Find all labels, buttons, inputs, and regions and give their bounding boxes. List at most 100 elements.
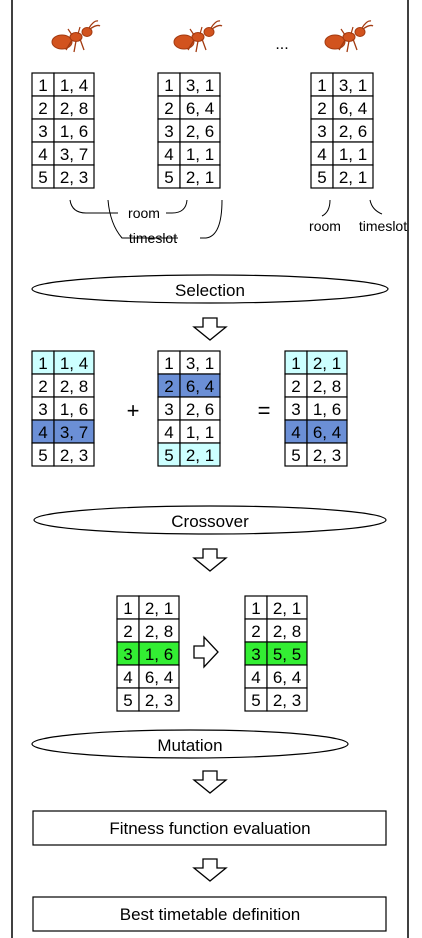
room-timeslot-text: 3, 7 — [60, 423, 88, 442]
room-timeslot-text: 2, 8 — [60, 377, 88, 396]
ant-icon — [51, 20, 101, 53]
fitness-label: Fitness function evaluation — [109, 819, 310, 838]
room-timeslot-text: 3, 1 — [186, 354, 214, 373]
selection-label: Selection — [175, 281, 245, 300]
equals-sign: = — [258, 398, 271, 423]
down-arrow-icon — [193, 858, 227, 882]
event-index-text: 4 — [291, 423, 300, 442]
event-index-text: 5 — [38, 168, 47, 187]
room-timeslot-text: 2, 1 — [186, 446, 214, 465]
right-arrow-icon — [193, 636, 219, 668]
room-timeslot-text: 2, 8 — [313, 377, 341, 396]
ant-icon — [173, 20, 223, 53]
event-index-text: 3 — [38, 122, 47, 141]
room-timeslot-text: 6, 4 — [339, 99, 367, 118]
room-timeslot-text: 6, 4 — [186, 377, 214, 396]
event-index-text: 3 — [317, 122, 326, 141]
room-timeslot-text: 3, 1 — [186, 76, 214, 95]
room-label: room — [128, 205, 160, 221]
room-timeslot-text: 2, 1 — [273, 599, 301, 618]
room-timeslot-text: 1, 6 — [313, 400, 341, 419]
event-index-text: 2 — [164, 377, 173, 396]
table-value-cell — [266, 687, 308, 712]
room-timeslot-text: 2, 1 — [313, 354, 341, 373]
event-index-text: 2 — [291, 377, 300, 396]
event-index-text: 4 — [317, 145, 326, 164]
room-timeslot-text: 1, 4 — [60, 354, 88, 373]
event-index-text: 2 — [164, 99, 173, 118]
event-index-text: 3 — [38, 400, 47, 419]
room-timeslot-text: 2, 3 — [273, 691, 301, 710]
room-timeslot-text: 1, 1 — [339, 145, 367, 164]
event-index-text: 1 — [38, 76, 47, 95]
room-timeslot-text: 1, 6 — [60, 122, 88, 141]
event-index-text: 5 — [164, 446, 173, 465]
down-arrow-icon — [193, 317, 227, 341]
event-index-text: 2 — [123, 622, 132, 641]
event-index-text: 4 — [38, 145, 47, 164]
table-value-cell — [332, 164, 374, 189]
room-timeslot-text: 2, 3 — [60, 446, 88, 465]
event-index-text: 1 — [123, 599, 132, 618]
room-timeslot-text: 2, 3 — [60, 168, 88, 187]
event-index-text: 3 — [123, 645, 132, 664]
room-timeslot-brackets — [69, 199, 383, 239]
ant-icon — [324, 20, 374, 53]
event-index-text: 5 — [251, 691, 260, 710]
ellipsis-text: ... — [275, 36, 288, 53]
event-index-text: 1 — [251, 599, 260, 618]
room-label-right: room — [309, 218, 341, 234]
best-stage: Best timetable definition — [32, 896, 387, 932]
selection-stage: Selection — [31, 274, 389, 304]
event-index-text: 1 — [164, 76, 173, 95]
timeslot-label-right: timeslot — [359, 218, 407, 234]
event-index-text: 3 — [291, 400, 300, 419]
event-index-text: 2 — [38, 99, 47, 118]
room-timeslot-text: 2, 3 — [313, 446, 341, 465]
room-timeslot-text: 2, 6 — [186, 122, 214, 141]
event-index-text: 3 — [164, 122, 173, 141]
event-index-text: 1 — [38, 354, 47, 373]
room-timeslot-text: 3, 7 — [60, 145, 88, 164]
event-index-text: 2 — [38, 377, 47, 396]
room-timeslot-text: 5, 5 — [273, 645, 301, 664]
table-value-cell — [53, 164, 95, 189]
event-index-text: 3 — [251, 645, 260, 664]
room-timeslot-text: 3, 1 — [339, 76, 367, 95]
child-timetable: 1 2, 1 2 2, 8 3 1, 6 4 6, 4 5 2, 3 — [284, 350, 348, 467]
table-value-cell — [138, 687, 180, 712]
room-timeslot-text: 1, 6 — [60, 400, 88, 419]
room-timeslot-text: 2, 1 — [186, 168, 214, 187]
event-index-text: 1 — [317, 76, 326, 95]
room-timeslot-text: 1, 1 — [186, 423, 214, 442]
event-index-text: 4 — [164, 145, 173, 164]
table-value-cell — [179, 164, 221, 189]
mutation-stage: Mutation — [31, 729, 349, 759]
room-timeslot-text: 6, 4 — [186, 99, 214, 118]
room-timeslot-text: 2, 6 — [339, 122, 367, 141]
event-index-text: 1 — [164, 354, 173, 373]
room-timeslot-text: 1, 1 — [186, 145, 214, 164]
room-timeslot-text: 2, 3 — [145, 691, 173, 710]
event-index-text: 5 — [291, 446, 300, 465]
table-value-cell — [306, 442, 348, 467]
event-index-text: 5 — [164, 168, 173, 187]
room-timeslot-text: 2, 8 — [273, 622, 301, 641]
room-timeslot-text: 1, 4 — [60, 76, 88, 95]
event-index-text: 2 — [251, 622, 260, 641]
table-value-cell — [53, 442, 95, 467]
table-value-cell — [179, 442, 221, 467]
event-index-text: 1 — [291, 354, 300, 373]
mutation-label: Mutation — [157, 736, 222, 755]
room-timeslot-text: 6, 4 — [313, 423, 341, 442]
room-timeslot-text: 2, 1 — [145, 599, 173, 618]
ant-timetable-2: 1 3, 1 2 6, 4 3 2, 6 4 1, 1 5 2, 1 — [157, 72, 221, 189]
event-index-text: 4 — [251, 668, 260, 687]
room-timeslot-text: 6, 4 — [145, 668, 173, 687]
event-index-text: 4 — [38, 423, 47, 442]
